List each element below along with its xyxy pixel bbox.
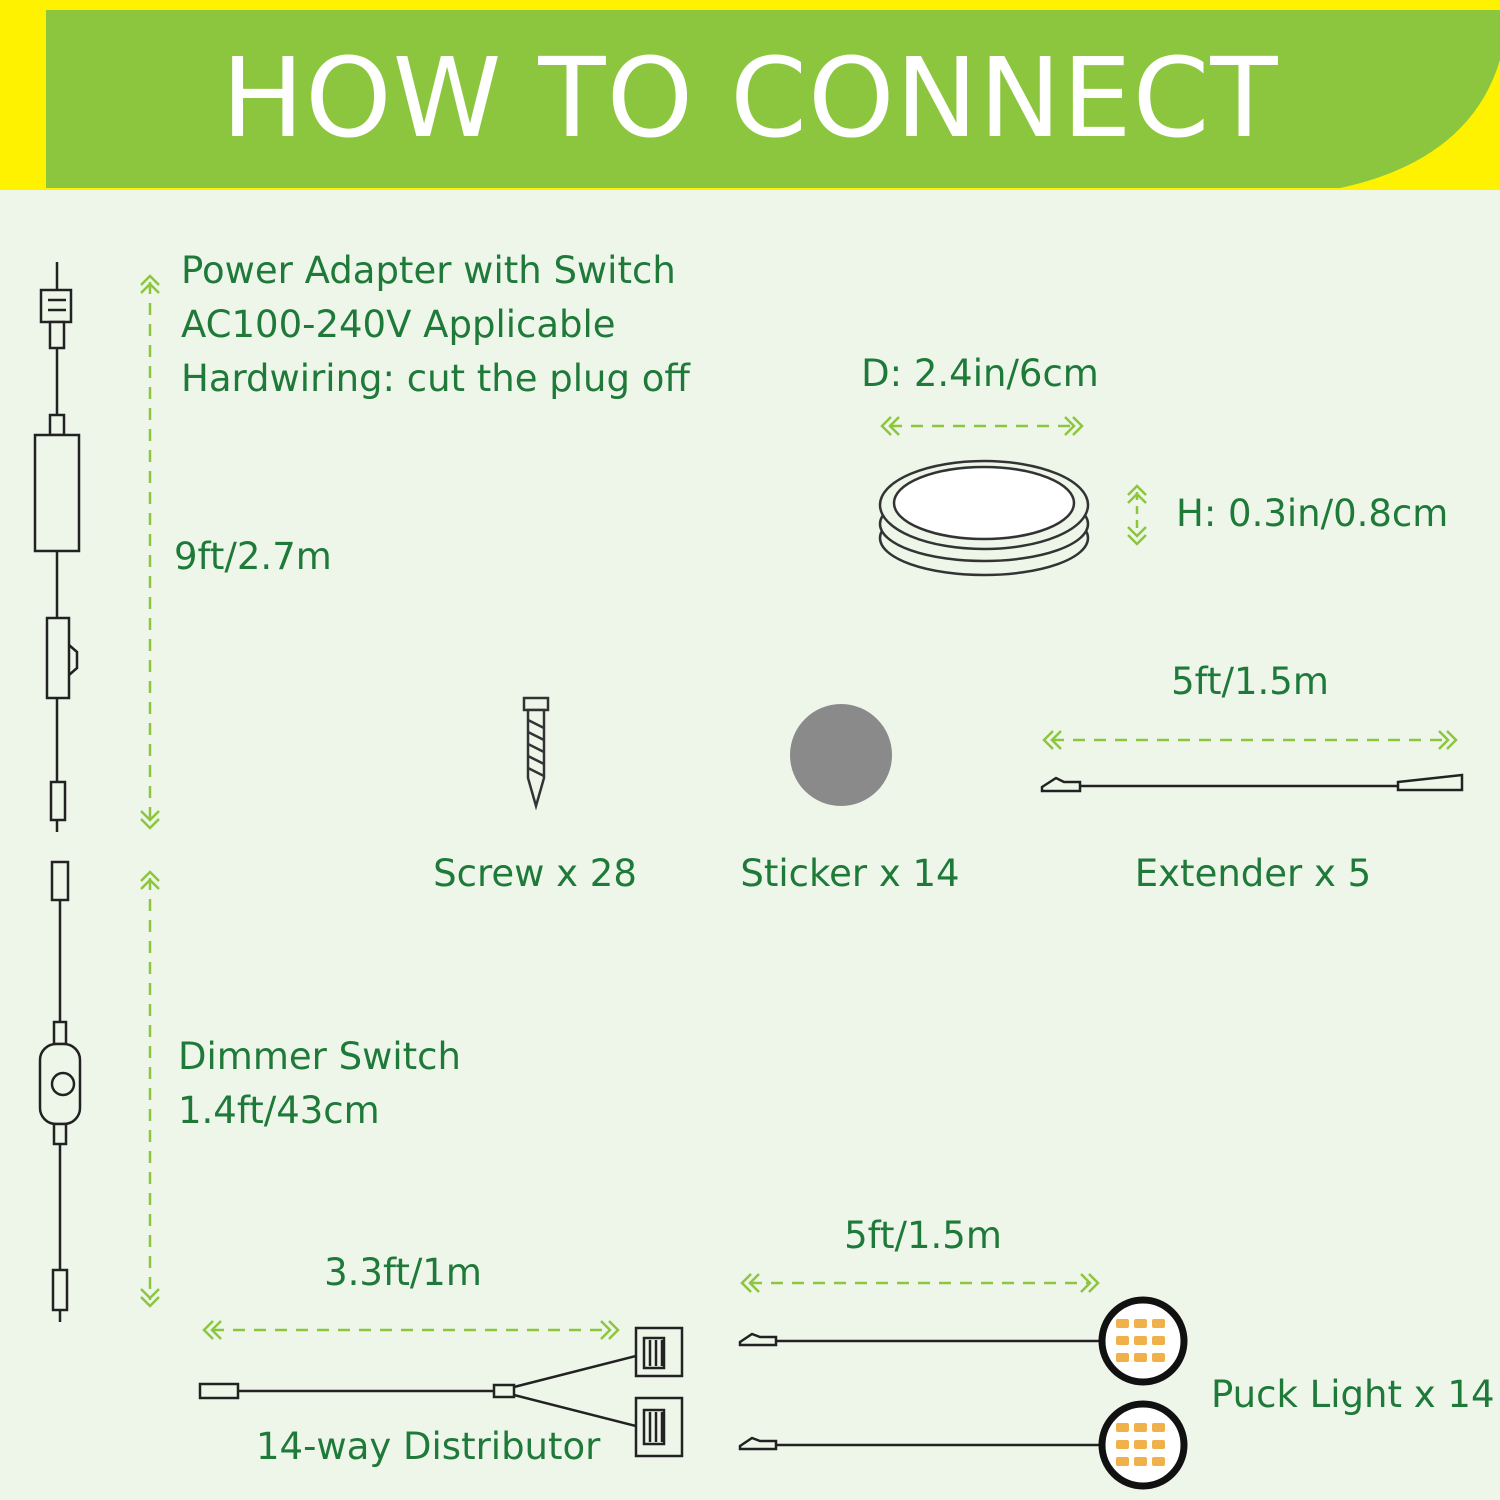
puck-light-label: Puck Light x 14 xyxy=(1211,1373,1495,1416)
power-cable-length: 9ft/2.7m xyxy=(174,535,332,578)
header-banner xyxy=(0,0,1500,190)
distributor-label: 14-way Distributor xyxy=(256,1425,601,1468)
puck-cable-length-arrow xyxy=(740,1272,1100,1294)
puck-height-arrow xyxy=(1126,484,1148,546)
power-adapter-hardwiring-note: Hardwiring: cut the plug off xyxy=(181,357,690,400)
power-adapter-voltage: AC100-240V Applicable xyxy=(181,303,616,346)
screw-illustration xyxy=(522,696,550,811)
extender-label: Extender x 5 xyxy=(1134,852,1372,895)
extender-illustration xyxy=(1040,773,1464,793)
extender-length-label: 5ft/1.5m xyxy=(1171,660,1329,703)
screw-label: Screw x 28 xyxy=(433,852,637,895)
dimmer-cable-length: 1.4ft/43cm xyxy=(178,1089,380,1132)
dimmer-cable-length-arrow xyxy=(139,870,161,1308)
power-adapter-name: Power Adapter with Switch xyxy=(181,249,676,292)
puck-diameter-label: D: 2.4in/6cm xyxy=(861,352,1099,395)
puck-light-side-illustration xyxy=(878,459,1090,577)
page-title: HOW TO CONNECT xyxy=(221,34,1279,162)
puck-light-illustration xyxy=(738,1296,1188,1490)
sticker-label: Sticker x 14 xyxy=(740,852,960,895)
distributor-length-label: 3.3ft/1m xyxy=(324,1251,482,1294)
dimmer-switch-name: Dimmer Switch xyxy=(178,1035,461,1078)
puck-height-label: H: 0.3in/0.8cm xyxy=(1176,492,1449,535)
distributor-illustration xyxy=(198,1326,684,1458)
puck-cable-length-label: 5ft/1.5m xyxy=(844,1214,1002,1257)
power-adapter-illustration xyxy=(33,262,81,832)
power-cable-length-arrow xyxy=(139,274,161,830)
extender-length-arrow xyxy=(1042,729,1458,751)
sticker-illustration xyxy=(790,704,892,806)
distributor-length-arrow xyxy=(202,1319,620,1341)
puck-diameter-arrow xyxy=(880,415,1084,437)
dimmer-switch-illustration xyxy=(38,860,82,1322)
